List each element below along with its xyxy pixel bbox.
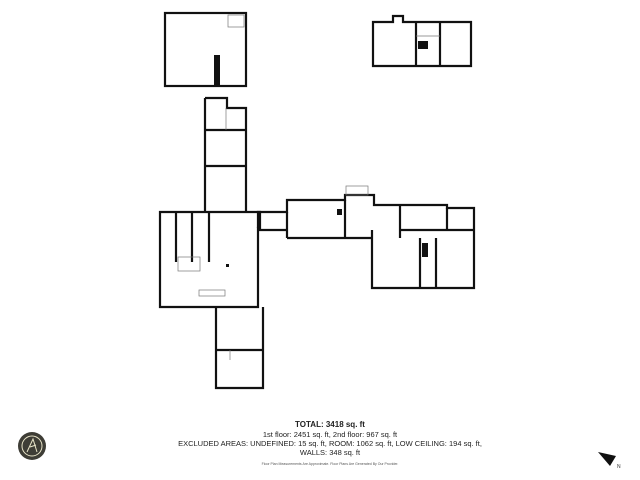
second-floor — [371, 14, 473, 68]
first-floor-main — [158, 185, 476, 309]
north-arrow-icon: N — [596, 446, 626, 475]
brand-logo-icon — [18, 432, 46, 460]
total-area: TOTAL: 3418 sq. ft — [295, 420, 365, 429]
floor-areas: 1st floor: 2451 sq. ft, 2nd floor: 967 s… — [262, 430, 398, 439]
middle-wing — [203, 96, 248, 212]
walls-area: WALLS: 348 sq. ft — [299, 448, 361, 457]
lower-wing — [214, 307, 265, 390]
excluded-areas: EXCLUDED AREAS: UNDEFINED: 15 sq. ft, RO… — [178, 439, 482, 448]
upper-left-room — [163, 11, 248, 88]
north-label: N — [617, 464, 621, 470]
disclaimer: Floor Plan Measurements Are Approximate.… — [261, 462, 399, 466]
